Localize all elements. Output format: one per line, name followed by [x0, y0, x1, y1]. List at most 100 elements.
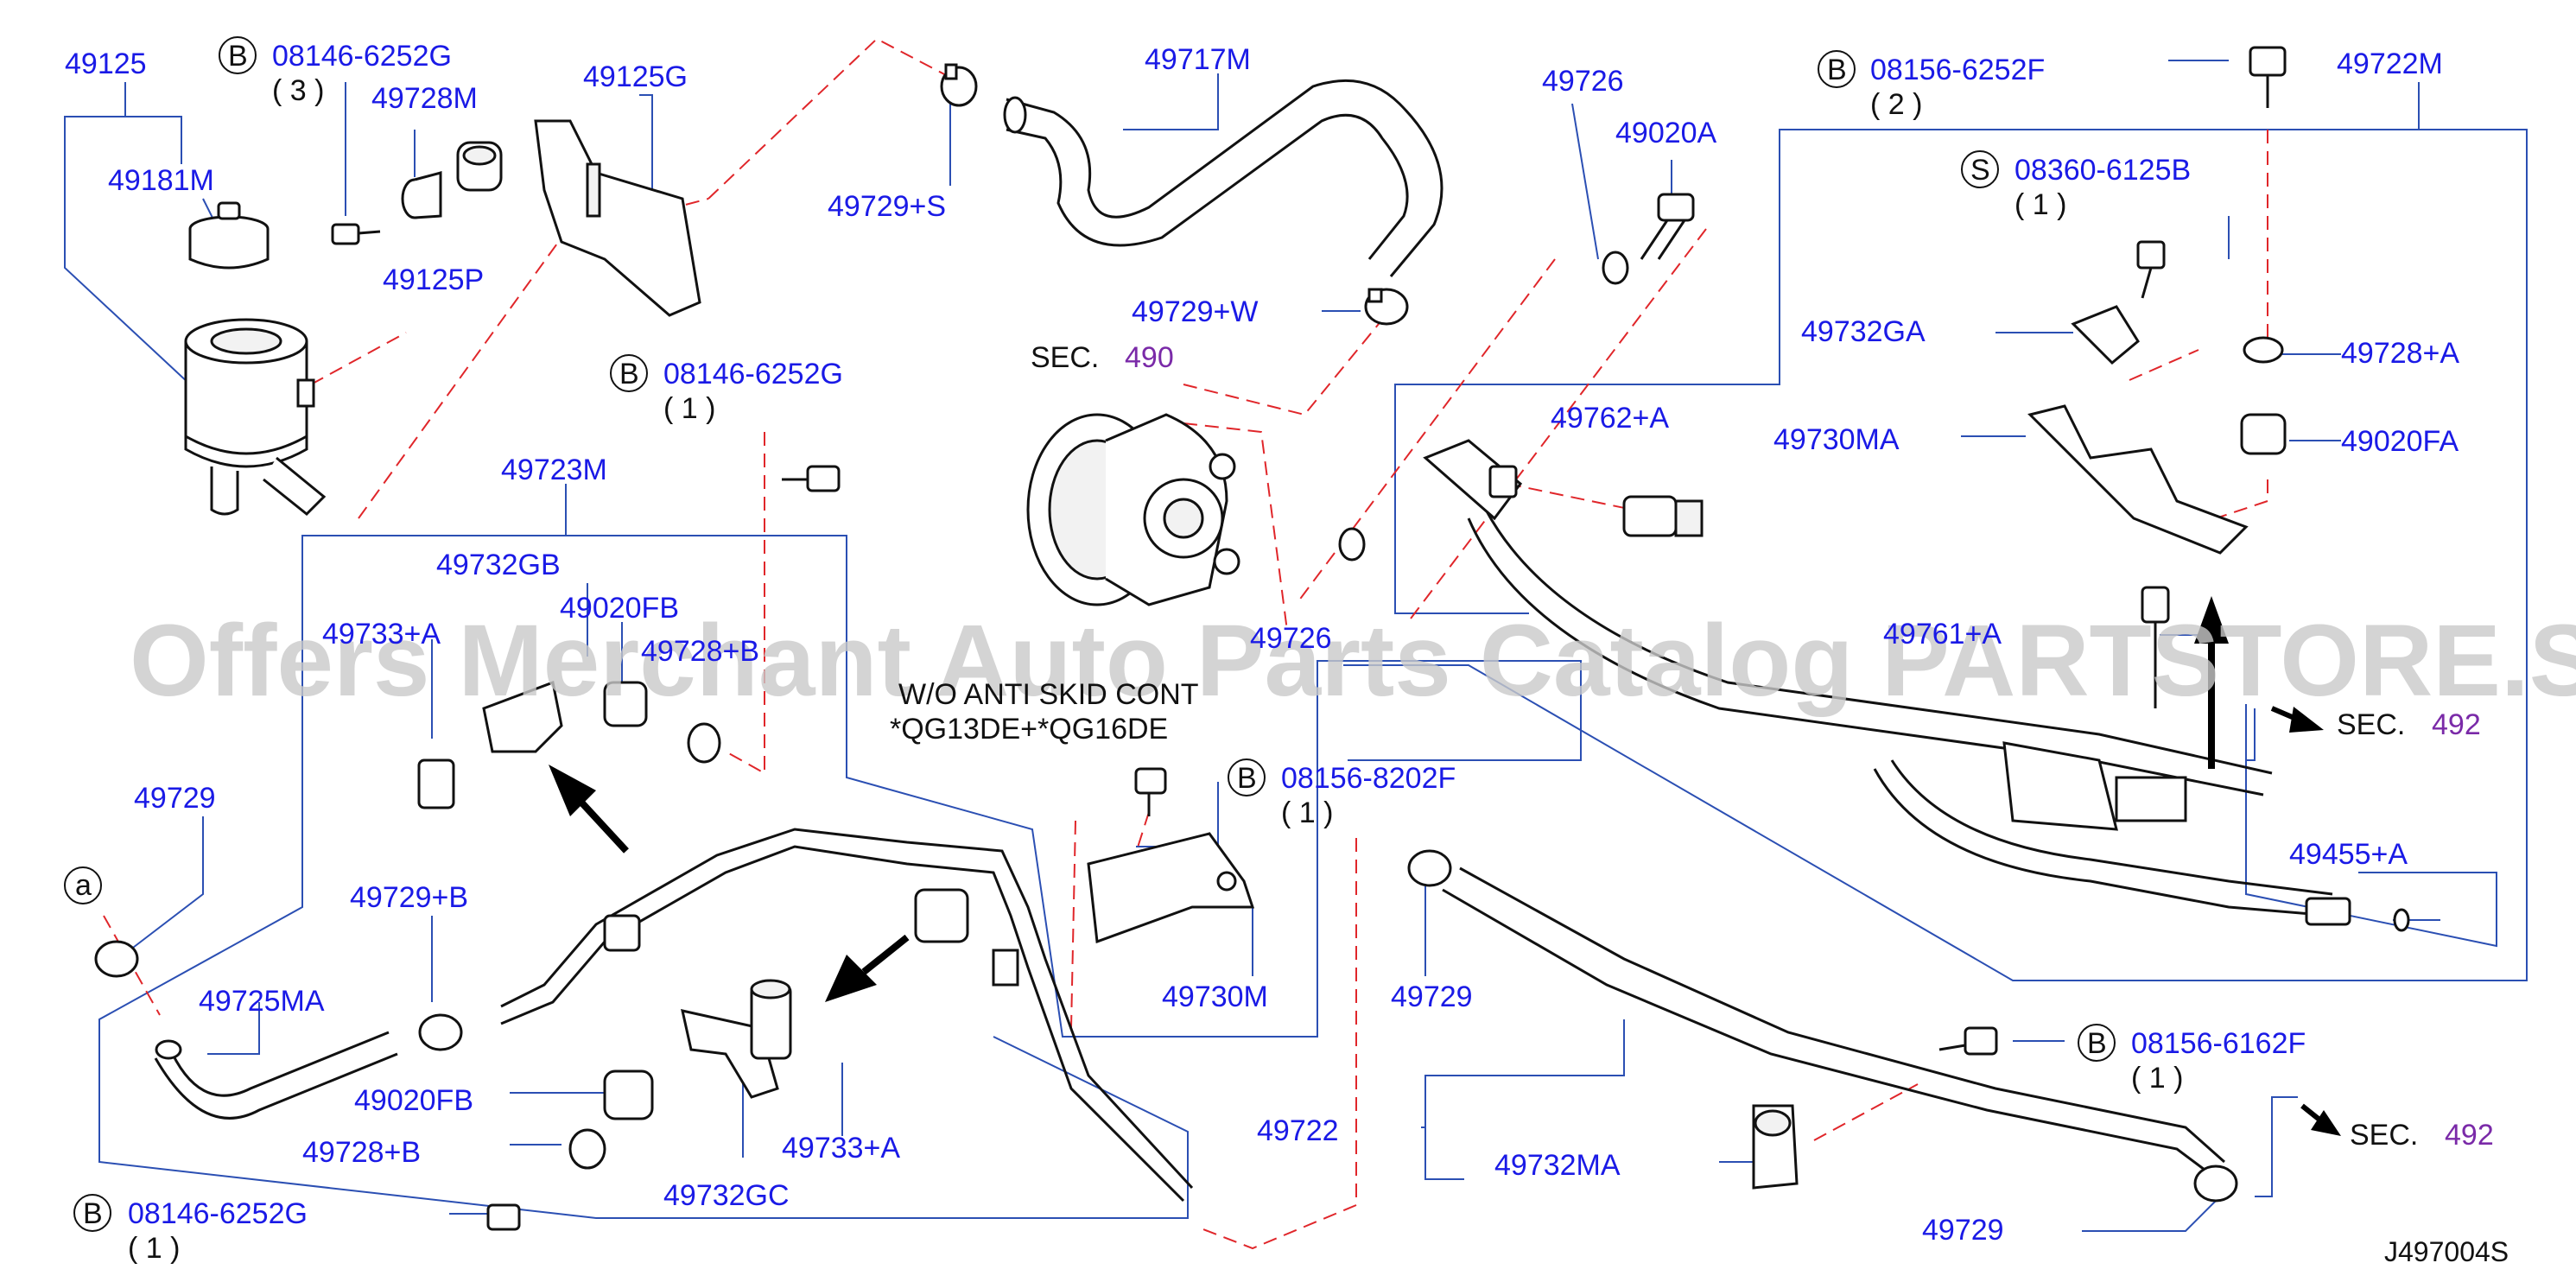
dashed-connection-lines: [103, 37, 2268, 1250]
grommet-49020FB-bottom-icon: [603, 1069, 654, 1120]
sec-492-bottom-prefix: SEC.: [2350, 1119, 2418, 1152]
label-49729-mid[interactable]: 49729: [1391, 981, 1473, 1013]
diagram-id: J497004S: [2384, 1236, 2509, 1267]
reservoir-tank-icon: [184, 318, 327, 517]
label-49728M[interactable]: 49728M: [371, 82, 478, 115]
washer-49728M-icon: [401, 171, 442, 219]
label-49723M[interactable]: 49723M: [501, 454, 607, 486]
hose-49722-icon: [1442, 866, 2225, 1177]
bolt-qty-b1: ( 3 ): [272, 74, 324, 107]
sec-492-bottom-number[interactable]: 492: [2445, 1119, 2494, 1152]
label-49733A-bottom[interactable]: 49733+A: [782, 1132, 900, 1165]
bolt-code-s1[interactable]: 08360-6125B: [2014, 154, 2191, 187]
note-line-2: *QG13DE+*QG16DE: [890, 713, 1168, 746]
label-49725MA[interactable]: 49725MA: [199, 985, 325, 1018]
part-drawings: [94, 46, 2410, 1231]
reservoir-cap-icon: [188, 201, 270, 270]
bolt-code-b6[interactable]: 08146-6252G: [128, 1197, 308, 1230]
bracket-49730MA-icon: [2027, 404, 2249, 555]
label-49732MA[interactable]: 49732MA: [1494, 1149, 1621, 1182]
label-49728B-bottom[interactable]: 49728+B: [302, 1136, 421, 1169]
bolt-s-icon: [2136, 240, 2166, 299]
sec-492-right-number[interactable]: 492: [2432, 708, 2481, 741]
arrow-down-left-icon: [825, 934, 910, 1002]
sleeve-49733A-top-icon: [417, 758, 455, 809]
label-49732GC[interactable]: 49732GC: [663, 1179, 790, 1212]
bolt-code-b3[interactable]: 08156-6252F: [1870, 54, 2045, 86]
label-49455A[interactable]: 49455+A: [2289, 838, 2408, 871]
bolt-qty-s1: ( 1 ): [2014, 188, 2066, 221]
bolt-code-b5[interactable]: 08156-6162F: [2131, 1027, 2306, 1060]
label-49729-bottom[interactable]: 49729: [1922, 1214, 2004, 1247]
label-49729W[interactable]: 49729+W: [1132, 295, 1259, 328]
eye-bolt-49020A-icon: [1640, 193, 1695, 260]
label-49729S[interactable]: 49729+S: [828, 190, 946, 223]
label-49181M[interactable]: 49181M: [108, 164, 214, 197]
label-49730M[interactable]: 49730M: [1162, 981, 1268, 1013]
bolt-qty-b5: ( 1 ): [2131, 1062, 2183, 1095]
fitting-49762A-icon: [1622, 495, 1704, 537]
label-49728A[interactable]: 49728+A: [2341, 337, 2459, 370]
bolt-symbol-b2: B: [619, 358, 639, 390]
clamp-49729-mid-icon: [1407, 849, 1452, 887]
bolt-08156-8202F-icon: [1134, 767, 1167, 816]
label-49762A[interactable]: 49762+A: [1551, 402, 1669, 435]
bolt-symbol-b6: B: [83, 1197, 103, 1230]
return-tube-49723M-icon: [500, 828, 1194, 1203]
label-49726-mid[interactable]: 49726: [1250, 622, 1332, 655]
bolt-08156-6162F-icon: [1938, 1026, 1998, 1056]
note-line-1: W/O ANTI SKID CONT: [898, 678, 1199, 711]
washer-49726-icon: [1338, 251, 1629, 562]
high-pressure-hose-49722M-icon: [1423, 439, 2351, 926]
label-49733A-top[interactable]: 49733+A: [322, 618, 441, 651]
sec-490-prefix: SEC.: [1031, 341, 1099, 374]
bolt-top-right-icon: [2249, 46, 2287, 108]
bolt-qty-b4: ( 1 ): [1281, 796, 1333, 829]
label-49732GB[interactable]: 49732GB: [436, 549, 561, 581]
label-49761A[interactable]: 49761+A: [1883, 618, 2002, 651]
sec-490-number[interactable]: 490: [1125, 341, 1174, 374]
bracket-49730M-icon: [1087, 832, 1255, 944]
sleeve-49733A-bottom-icon: [750, 979, 792, 1060]
bolt-code-b1[interactable]: 08146-6252G: [272, 40, 452, 73]
label-49726-top[interactable]: 49726: [1542, 65, 1624, 98]
bolt-qty-b2: ( 1 ): [663, 392, 715, 425]
seal-49455A-icon: [2393, 908, 2410, 932]
label-49717M[interactable]: 49717M: [1145, 43, 1251, 76]
clamp-49729-left-icon: [94, 940, 139, 978]
bolt-center-icon: [782, 465, 841, 492]
bolt-qty-b3: ( 2 ): [1870, 88, 1922, 121]
clamp-49729S-icon: [940, 63, 978, 107]
label-49020FB-bottom[interactable]: 49020FB: [354, 1084, 473, 1117]
clip-49732GA-icon: [2071, 305, 2140, 365]
arrow-right-sec492-icon: [2270, 706, 2324, 733]
label-49020A[interactable]: 49020A: [1615, 117, 1717, 149]
label-49125P[interactable]: 49125P: [383, 263, 484, 296]
bolt-code-b4[interactable]: 08156-8202F: [1281, 762, 1456, 795]
arrow-right-sec492-bottom-icon: [2300, 1103, 2341, 1136]
clamp-49729B-icon: [418, 1013, 463, 1051]
hose-49717M-icon: [1003, 79, 1443, 277]
bolt-code-b2[interactable]: 08146-6252G: [663, 358, 843, 390]
label-49722M[interactable]: 49722M: [2337, 48, 2443, 80]
callout-a: a: [75, 869, 92, 902]
label-49020FA[interactable]: 49020FA: [2341, 425, 2459, 458]
label-49729-left[interactable]: 49729: [134, 782, 216, 815]
circle-symbols: [64, 36, 2116, 1232]
washer-49728B-bottom-icon: [568, 1128, 606, 1170]
bolt-qty-b6: ( 1 ): [128, 1232, 180, 1265]
washer-49728A-icon: [2243, 336, 2284, 364]
label-49729B[interactable]: 49729+B: [350, 881, 468, 914]
bracket-49125G-icon: [534, 119, 701, 317]
label-49125[interactable]: 49125: [65, 48, 147, 80]
label-49722[interactable]: 49722: [1257, 1114, 1339, 1147]
label-49125G[interactable]: 49125G: [583, 60, 688, 93]
label-49732GA[interactable]: 49732GA: [1801, 315, 1926, 348]
label-49020FB-top[interactable]: 49020FB: [560, 592, 679, 625]
label-49728B-top[interactable]: 49728+B: [641, 635, 759, 668]
washer-49728B-top-icon: [687, 722, 721, 764]
label-49730MA[interactable]: 49730MA: [1773, 423, 1900, 456]
bolt-bottom-left-icon: [486, 1203, 521, 1231]
watermark: Offers Merchant Auto Parts Catalog PARTS…: [130, 604, 2576, 718]
